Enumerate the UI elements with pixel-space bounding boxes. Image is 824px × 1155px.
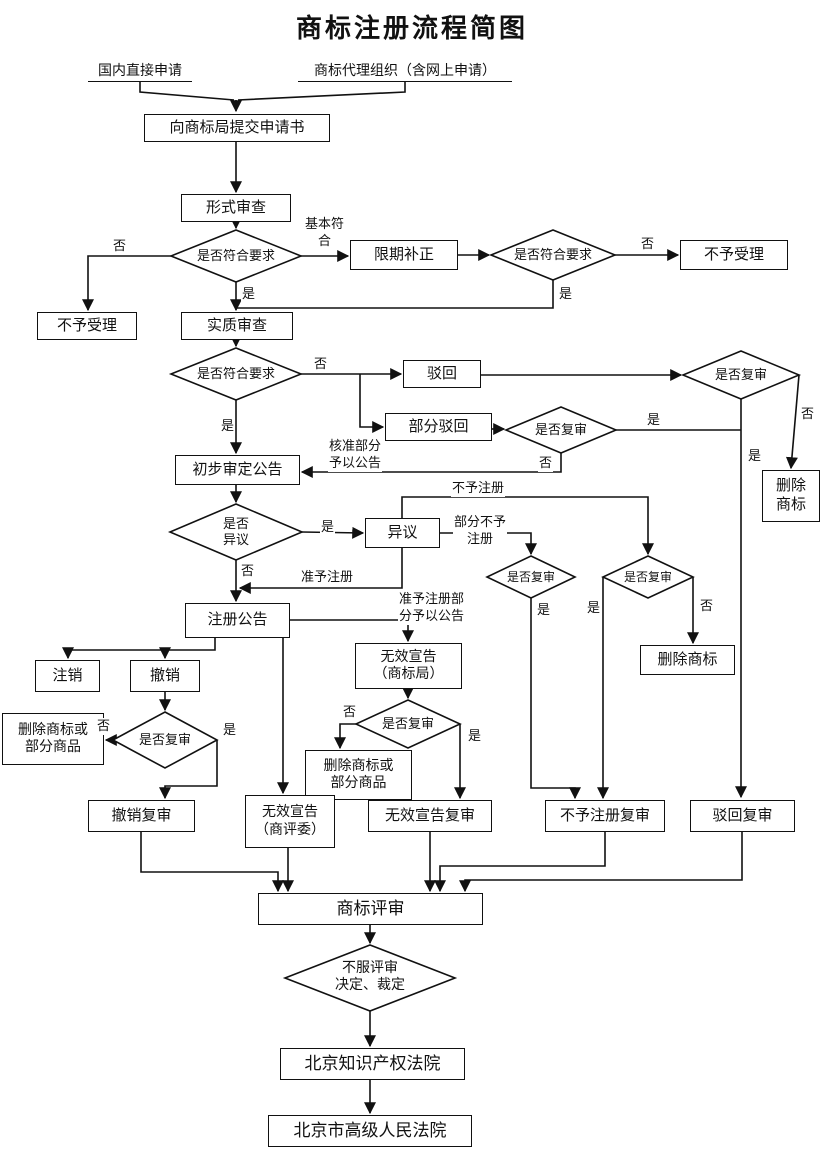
decision-correction-requirements: 是否符合要求 bbox=[491, 230, 615, 280]
decision-formal-requirements: 是否符合要求 bbox=[171, 230, 301, 282]
edge-label-approve-register: 准予注册 bbox=[300, 569, 355, 586]
node-correction: 限期补正 bbox=[350, 240, 458, 270]
edge-label-yes: 是 bbox=[586, 600, 602, 617]
edge-label-yes: 是 bbox=[558, 286, 574, 303]
edge-label-no: 否 bbox=[699, 598, 715, 615]
decision-review-not-register: 是否复审 bbox=[603, 556, 693, 598]
edge-label-approved-announce: 核准部分 予以公告 bbox=[328, 438, 383, 472]
edge-label-partial-not-register: 部分不予 注册 bbox=[453, 514, 508, 548]
node-not-accepted-right: 不予受理 bbox=[680, 240, 788, 270]
node-opposition: 异议 bbox=[365, 518, 440, 548]
edge-label-yes: 是 bbox=[747, 448, 763, 465]
edge-label-no: 否 bbox=[640, 236, 656, 253]
node-delete-trademark-right: 删除 商标 bbox=[762, 470, 820, 522]
edge-label-yes: 是 bbox=[241, 286, 257, 303]
label-domestic-application: 国内直接申请 bbox=[88, 60, 192, 82]
edge-label-no: 否 bbox=[538, 455, 554, 472]
node-invalidation-tmo: 无效宣告 （商标局） bbox=[355, 643, 462, 689]
node-delete-tm-goods-left: 删除商标或 部分商品 bbox=[2, 713, 104, 765]
node-trademark-review: 商标评审 bbox=[258, 893, 483, 925]
edge-label-no: 否 bbox=[313, 356, 329, 373]
decision-review-rejection: 是否复审 bbox=[683, 351, 799, 399]
edge-label-yes: 是 bbox=[467, 728, 483, 745]
edge-label-yes: 是 bbox=[220, 418, 236, 435]
edge-label-not-register: 不予注册 bbox=[451, 480, 506, 497]
decision-substantive-requirements: 是否符合要求 bbox=[171, 348, 301, 400]
node-substantive-examination: 实质审查 bbox=[181, 312, 293, 340]
decision-opposition: 是否 异议 bbox=[170, 504, 302, 560]
decision-review-partial-not-register: 是否复审 bbox=[487, 556, 575, 598]
page-title: 商标注册流程简图 bbox=[295, 14, 528, 43]
node-registration-announcement: 注册公告 bbox=[185, 603, 290, 638]
edge-label-no: 否 bbox=[96, 718, 112, 735]
node-not-accepted-left: 不予受理 bbox=[37, 312, 137, 340]
edge-label-yes: 是 bbox=[320, 519, 336, 536]
edge-label-no: 否 bbox=[112, 238, 128, 255]
node-revocation-review: 撤销复审 bbox=[88, 800, 195, 832]
node-revocation: 撤销 bbox=[130, 660, 200, 692]
node-invalidation-review: 无效宣告复审 bbox=[368, 800, 492, 832]
node-formal-examination: 形式审查 bbox=[181, 194, 291, 222]
node-rejection: 驳回 bbox=[403, 360, 481, 388]
decision-review-partial-rejection: 是否复审 bbox=[506, 407, 616, 453]
edge-label-no: 否 bbox=[240, 563, 256, 580]
node-ip-court: 北京知识产权法院 bbox=[280, 1048, 465, 1080]
decision-appeal: 不服评审 决定、裁定 bbox=[285, 945, 455, 1011]
node-cancellation: 注销 bbox=[35, 660, 100, 692]
node-delete-trademark-mid: 删除商标 bbox=[640, 645, 735, 675]
decision-review-revocation: 是否复审 bbox=[113, 712, 217, 768]
edge-label-approve-partial: 准予注册部 分予以公告 bbox=[398, 591, 466, 625]
edge-label-yes: 是 bbox=[222, 722, 238, 739]
edge-label-yes: 是 bbox=[646, 412, 662, 429]
edge-label-basic-conform: 基本符 合 bbox=[304, 216, 346, 250]
node-partial-rejection: 部分驳回 bbox=[385, 413, 492, 441]
decision-review-invalidation: 是否复审 bbox=[356, 700, 460, 748]
node-submit-application: 向商标局提交申请书 bbox=[144, 114, 330, 142]
node-rejection-review: 驳回复审 bbox=[690, 800, 795, 832]
node-high-court: 北京市高级人民法院 bbox=[268, 1115, 472, 1147]
edge-label-no: 否 bbox=[342, 704, 358, 721]
edge-label-no: 否 bbox=[800, 406, 816, 423]
node-invalidation-trab: 无效宣告 （商评委） bbox=[245, 795, 335, 848]
node-not-register-review: 不予注册复审 bbox=[545, 800, 665, 832]
edge-label-yes: 是 bbox=[536, 602, 552, 619]
node-preliminary-announcement: 初步审定公告 bbox=[175, 455, 300, 485]
label-agency-application: 商标代理组织（含网上申请） bbox=[298, 60, 512, 82]
node-delete-tm-goods-mid: 删除商标或 部分商品 bbox=[305, 750, 412, 800]
